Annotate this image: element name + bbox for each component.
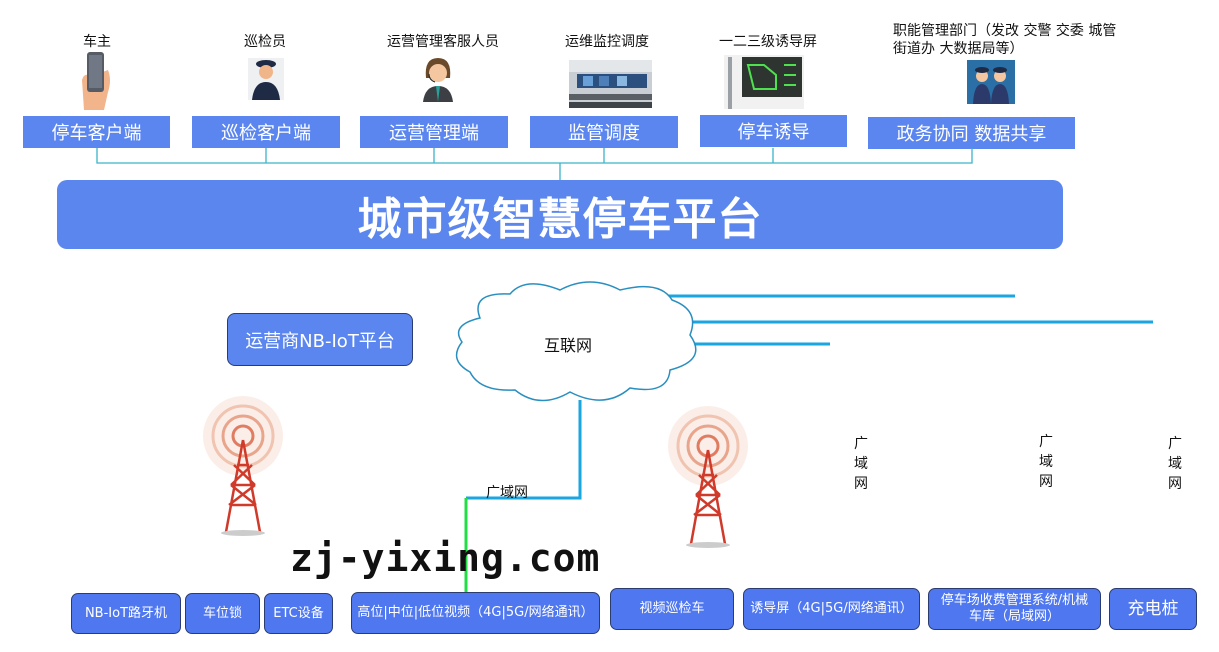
device-video-patrol-car[interactable]: 视频巡检车 xyxy=(610,588,734,630)
device-charging-pile[interactable]: 充电桩 xyxy=(1109,588,1197,630)
role-car-owner: 车主 xyxy=(83,34,111,50)
role-monitor: 运维监控调度 xyxy=(565,34,649,50)
device-parking-fee-system[interactable]: 停车场收费管理系统/机械车库（局域网） xyxy=(928,588,1101,630)
role-government: 职能管理部门（发改 交警 交委 城管 街道办 大数据局等） xyxy=(893,22,1116,58)
device-nb-iot-curb[interactable]: NB-IoT路牙机 xyxy=(71,593,181,634)
platform-title: 城市级智慧停车平台 xyxy=(57,180,1063,249)
terminal-parking-guidance[interactable]: 停车诱导 xyxy=(700,115,847,147)
watermark: zj-yixing.com xyxy=(290,536,601,580)
device-etc[interactable]: ETC设备 xyxy=(264,593,333,634)
role-government-line2: 街道办 大数据局等） xyxy=(893,41,1024,57)
wan-vertical-label-parking: 广域网 xyxy=(1038,432,1054,492)
wan-char: 广 xyxy=(1039,434,1053,450)
terminal-supervision-dispatch[interactable]: 监管调度 xyxy=(530,116,678,148)
internet-label: 互联网 xyxy=(544,336,593,355)
role-government-line1: 职能管理部门（发改 交警 交委 城管 xyxy=(893,23,1117,39)
terminal-connector xyxy=(96,148,973,180)
nb-iot-platform-box[interactable]: 运营商NB-IoT平台 xyxy=(227,313,413,366)
terminal-operation-management[interactable]: 运营管理端 xyxy=(360,116,508,148)
wan-char: 广 xyxy=(1168,436,1182,452)
wan-char: 网 xyxy=(854,476,868,492)
device-parking-lock[interactable]: 车位锁 xyxy=(185,593,260,634)
police-icon xyxy=(967,60,1015,104)
guidance-screen-icon xyxy=(724,55,804,109)
wan-vertical-label-guidance: 广域网 xyxy=(853,434,869,494)
role-guidance-screen: 一二三级诱导屏 xyxy=(719,34,817,50)
wan-char: 网 xyxy=(1039,474,1053,490)
device-guidance-screen[interactable]: 诱导屏（4G|5G/网络通讯） xyxy=(743,588,920,630)
wan-char: 域 xyxy=(1039,454,1053,470)
phone-hand-icon xyxy=(82,52,110,110)
customer-service-icon xyxy=(423,58,453,102)
terminal-government-data-sharing[interactable]: 政务协同 数据共享 xyxy=(868,117,1075,149)
role-inspector: 巡检员 xyxy=(244,34,286,50)
device-video-camera[interactable]: 高位|中位|低位视频（4G|5G/网络通讯） xyxy=(351,592,600,634)
role-operator: 运营管理客服人员 xyxy=(387,34,499,50)
wan-label: 广域网 xyxy=(486,485,528,501)
wan-char: 域 xyxy=(1168,456,1182,472)
wan-char: 网 xyxy=(1168,476,1182,492)
wan-line-video xyxy=(466,400,582,500)
wan-char: 广 xyxy=(854,436,868,452)
wan-vertical-label-charging: 广域网 xyxy=(1167,434,1183,494)
internet-cloud-icon xyxy=(455,281,697,402)
control-room-icon xyxy=(569,60,652,108)
wan-char: 域 xyxy=(854,456,868,472)
terminal-inspection-client[interactable]: 巡检客户端 xyxy=(192,116,340,148)
terminal-parking-client[interactable]: 停车客户端 xyxy=(23,116,170,148)
cell-tower-icon xyxy=(668,406,748,548)
cell-tower-icon xyxy=(203,396,283,536)
inspector-icon xyxy=(248,58,284,100)
